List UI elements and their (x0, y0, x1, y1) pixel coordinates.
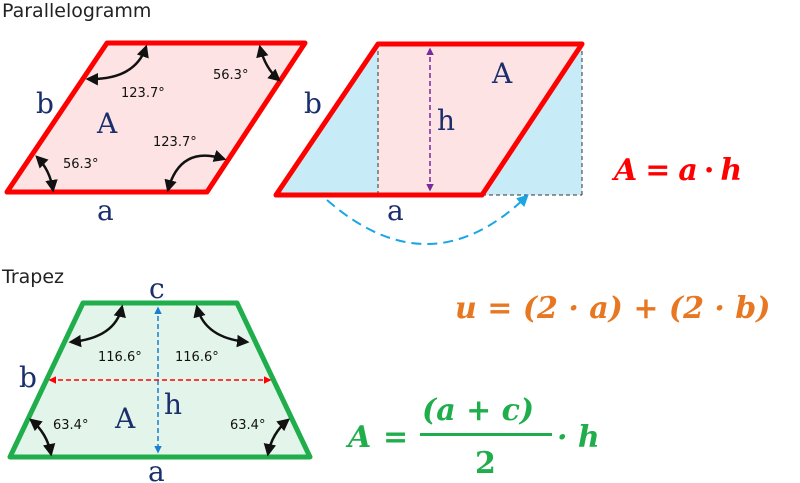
trapezoid-area-formula: A = (a + c) 2 · h (345, 393, 600, 481)
angle-arc-icon (263, 418, 290, 457)
move-arrow (326, 194, 529, 245)
angle-arc-icon (256, 44, 281, 82)
side-a-label: a (387, 194, 404, 227)
angle-arc-icon (85, 44, 149, 86)
side-a-label: a (148, 455, 165, 483)
angle-arc-icon (164, 150, 227, 193)
angle-label: 56.3° (213, 68, 248, 83)
side-c-label: c (149, 272, 165, 305)
angle-label: 116.6° (98, 350, 142, 365)
side-b-label: b (36, 87, 54, 120)
side-b-label: b (304, 87, 322, 120)
height-label: h (164, 388, 182, 421)
height-label: h (437, 104, 455, 137)
parallelogram-title: Parallelogramm (2, 0, 151, 22)
angle-label: 63.4° (53, 418, 88, 433)
area-label: A (491, 57, 513, 90)
area-label: A (114, 402, 136, 435)
angle-arc-icon (193, 304, 250, 348)
parallelogram-shape (4, 40, 308, 195)
svg-text:2: 2 (475, 446, 496, 481)
angle-label: 123.7° (121, 86, 165, 101)
angle-label: 56.3° (63, 157, 98, 172)
angle-arc-icon (29, 418, 56, 457)
area-label: A (96, 107, 118, 140)
angle-label: 116.6° (175, 350, 219, 365)
angle-label: 123.7° (153, 135, 197, 150)
angle-arc-icon (68, 304, 126, 348)
svg-text:=: = (383, 420, 408, 455)
svg-text:· h: · h (557, 420, 600, 455)
trapezoid-title: Trapez (1, 266, 64, 288)
parallelogram-area-formula: A=a·h (611, 153, 742, 188)
svg-text:(a + c): (a + c) (422, 393, 534, 428)
trapezoid-perimeter-formula: u = (2 · a) + (2 · b) (455, 291, 770, 326)
angle-arc-icon (35, 155, 58, 193)
svg-text:A: A (345, 420, 371, 455)
side-b-label: b (19, 361, 37, 394)
angle-label: 63.4° (230, 418, 265, 433)
side-a-label: a (97, 194, 114, 227)
parallelogram-shape-2 (273, 41, 585, 198)
